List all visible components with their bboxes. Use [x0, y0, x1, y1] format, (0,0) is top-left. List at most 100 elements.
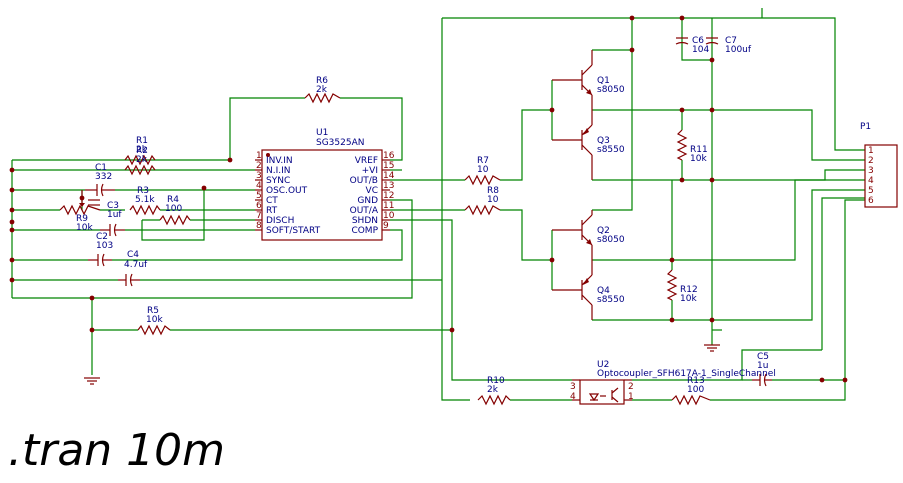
- u1-pin13-num: 13: [383, 181, 394, 191]
- c7-ref: C7: [725, 36, 737, 46]
- resistor-r12[interactable]: R12 10k: [666, 269, 698, 304]
- c2-ref: C2: [96, 232, 108, 242]
- u1-pin7-name: DISCH: [266, 216, 294, 226]
- simulation-directive: .tran 10m: [8, 425, 225, 476]
- u2-pin4: 4: [570, 392, 576, 402]
- r13-value: 100: [687, 385, 704, 395]
- p1-pin4: 4: [868, 176, 874, 186]
- u1-pin9-name: COMP: [351, 226, 378, 236]
- p1-ref: P1: [860, 122, 871, 132]
- resistor-r13[interactable]: R13 100: [671, 376, 711, 406]
- u1-pin2-num: 2: [256, 161, 262, 171]
- u1-pin5-name: CT: [266, 196, 278, 206]
- transistor-q1[interactable]: Q1 s8050: [552, 50, 625, 110]
- c4-ref: C4: [127, 250, 139, 260]
- capacitor-c1[interactable]: C1 332: [85, 163, 115, 197]
- ic-u1-left-pins: 1 2 3 4 5 6 7 8 INV.IN N.I.IN SYNC OSC.O…: [255, 151, 321, 236]
- q3-ref: Q3: [597, 136, 610, 146]
- u1-pin6-num: 6: [256, 201, 262, 211]
- r11-value: 10k: [690, 154, 707, 164]
- u1-pin4-name: OSC.OUT: [266, 186, 308, 196]
- p1-pin3: 3: [868, 166, 874, 176]
- u1-pin11-name: OUT/A: [350, 206, 379, 216]
- r11-ref: R11: [690, 145, 708, 155]
- p1-pin2: 2: [868, 156, 874, 166]
- u2-pin3: 3: [570, 382, 576, 392]
- u1-pin14-name: OUT/B: [350, 176, 378, 186]
- resistor-r11[interactable]: R11 10k: [676, 129, 708, 164]
- r10-value: 2k: [487, 385, 499, 395]
- ic-u1-ref: U1: [316, 128, 328, 138]
- resistor-r1[interactable]: R1 2k: [124, 136, 156, 166]
- capacitor-c4[interactable]: C4 4.7uf: [118, 250, 148, 287]
- capacitor-c2[interactable]: C2 103: [96, 223, 125, 251]
- u1-pin15-name: +VI: [362, 166, 378, 176]
- junctions: [9, 15, 848, 383]
- resistor-r5[interactable]: R5 10k: [137, 306, 171, 336]
- u1-pin13-name: VC: [366, 186, 378, 196]
- r2-ref: R2: [136, 146, 148, 156]
- capacitor-c6[interactable]: C6 104: [675, 36, 709, 55]
- r8-value: 10: [487, 195, 499, 205]
- ic-u1[interactable]: U1 SG3525AN 1 2 3 4 5 6 7 8 INV.IN N.I.I…: [255, 128, 395, 241]
- q1-ref: Q1: [597, 76, 610, 86]
- q4-ref: Q4: [597, 286, 610, 296]
- u1-pin11-num: 11: [383, 201, 394, 211]
- transistor-q4[interactable]: Q4 s8550: [552, 260, 625, 320]
- r4-value: 100: [165, 204, 182, 214]
- r6-ref: R6: [316, 76, 328, 86]
- r12-value: 10k: [680, 294, 697, 304]
- c4-value: 4.7uf: [124, 260, 148, 270]
- ground-symbol-left: [84, 377, 100, 385]
- p1-pin1: 1: [868, 146, 874, 156]
- resistor-r2[interactable]: R2 2k: [124, 146, 156, 176]
- u1-pin12-num: 12: [383, 191, 394, 201]
- c5-ref: C5: [757, 352, 769, 362]
- ground-symbol-right: [704, 344, 720, 352]
- u1-pin5-num: 5: [256, 191, 262, 201]
- r13-ref: R13: [687, 376, 705, 386]
- r8-ref: R8: [487, 186, 499, 196]
- resistor-r10[interactable]: R10 2k: [477, 376, 511, 406]
- q1-value: s8050: [597, 85, 625, 95]
- transistor-q3[interactable]: Q3 s8550: [552, 110, 625, 180]
- ic-u1-part: SG3525AN: [316, 138, 364, 148]
- resistor-r6[interactable]: R6 2k: [304, 76, 341, 104]
- u1-pin16-num: 16: [383, 151, 395, 161]
- r1-ref: R1: [136, 136, 148, 146]
- r5-value: 10k: [146, 315, 163, 325]
- resistor-r3[interactable]: R3 5.1k: [129, 186, 161, 216]
- capacitor-c3[interactable]: C3 1uf: [81, 190, 122, 220]
- r9-ref: R9: [76, 214, 88, 224]
- c1-value: 332: [95, 172, 112, 182]
- connector-p1[interactable]: P1 1 2 3 4 5 6: [860, 122, 898, 208]
- capacitor-c7[interactable]: C7 100uf: [705, 36, 752, 55]
- q4-value: s8550: [597, 295, 625, 305]
- u2-value: Optocoupler_SFH617A-1_SingleChannel: [597, 369, 776, 379]
- resistor-r8[interactable]: R8 10: [464, 186, 501, 216]
- r3-ref: R3: [137, 186, 149, 196]
- c5-value: 1u: [757, 361, 768, 371]
- c3-value: 1uf: [107, 210, 122, 220]
- u2-ref: U2: [597, 360, 609, 370]
- p1-pin5: 5: [868, 186, 874, 196]
- q3-value: s8550: [597, 145, 625, 155]
- c7-value: 100uf: [725, 45, 752, 55]
- r5-ref: R5: [147, 306, 159, 316]
- r9-value: 10k: [76, 223, 93, 233]
- optocoupler-u2[interactable]: U2 Optocoupler_SFH617A-1_SingleChannel 3…: [570, 360, 776, 405]
- resistor-r9-pot[interactable]: R9 10k: [59, 198, 101, 233]
- capacitor-c2b[interactable]: [88, 253, 112, 267]
- r1-value: 2k: [136, 145, 148, 155]
- q2-ref: Q2: [597, 226, 610, 236]
- u1-pin16-name: VREF: [355, 156, 378, 166]
- r10-ref: R10: [487, 376, 505, 386]
- u1-pin10-num: 10: [383, 211, 395, 221]
- resistor-r4[interactable]: R4 100: [159, 195, 191, 226]
- resistor-r7[interactable]: R7 10: [464, 156, 501, 186]
- transistor-q2[interactable]: Q2 s8050: [552, 210, 625, 260]
- p1-pin6: 6: [868, 196, 874, 206]
- r6-value: 2k: [316, 85, 328, 95]
- capacitor-c5[interactable]: C5 1u: [752, 352, 772, 387]
- u1-pin1-num: 1: [256, 151, 262, 161]
